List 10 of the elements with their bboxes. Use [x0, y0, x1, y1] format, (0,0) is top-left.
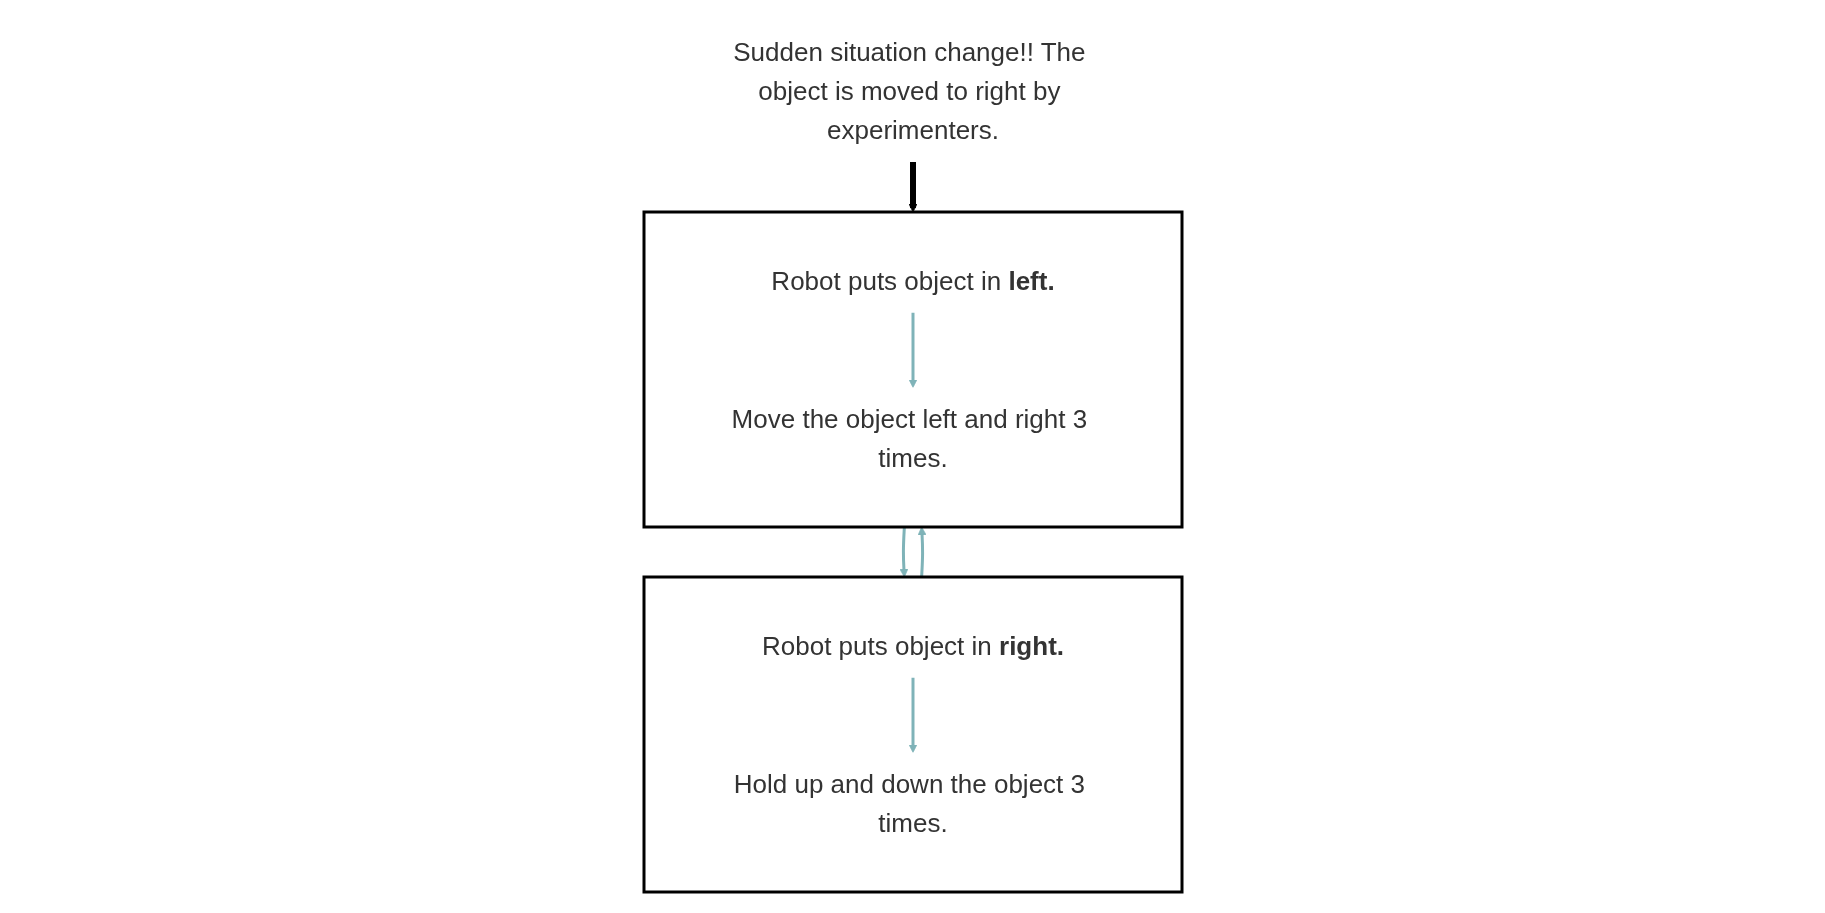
arrow: [908, 312, 917, 388]
cluster: [642, 210, 1183, 529]
node-text: Robot puts object in left.: [770, 265, 1055, 296]
node-text: Sudden situation change!! The object is moved to right by experimenters.: [732, 37, 1085, 145]
arrow: [908, 162, 917, 213]
node-text: Robot puts object in right.: [761, 630, 1064, 661]
cluster: [642, 575, 1183, 894]
node-text: Move the object left and right 3 times.: [731, 403, 1087, 473]
node-text: Hold up and down the object 3 times.: [733, 768, 1085, 838]
arrow: [908, 677, 917, 753]
